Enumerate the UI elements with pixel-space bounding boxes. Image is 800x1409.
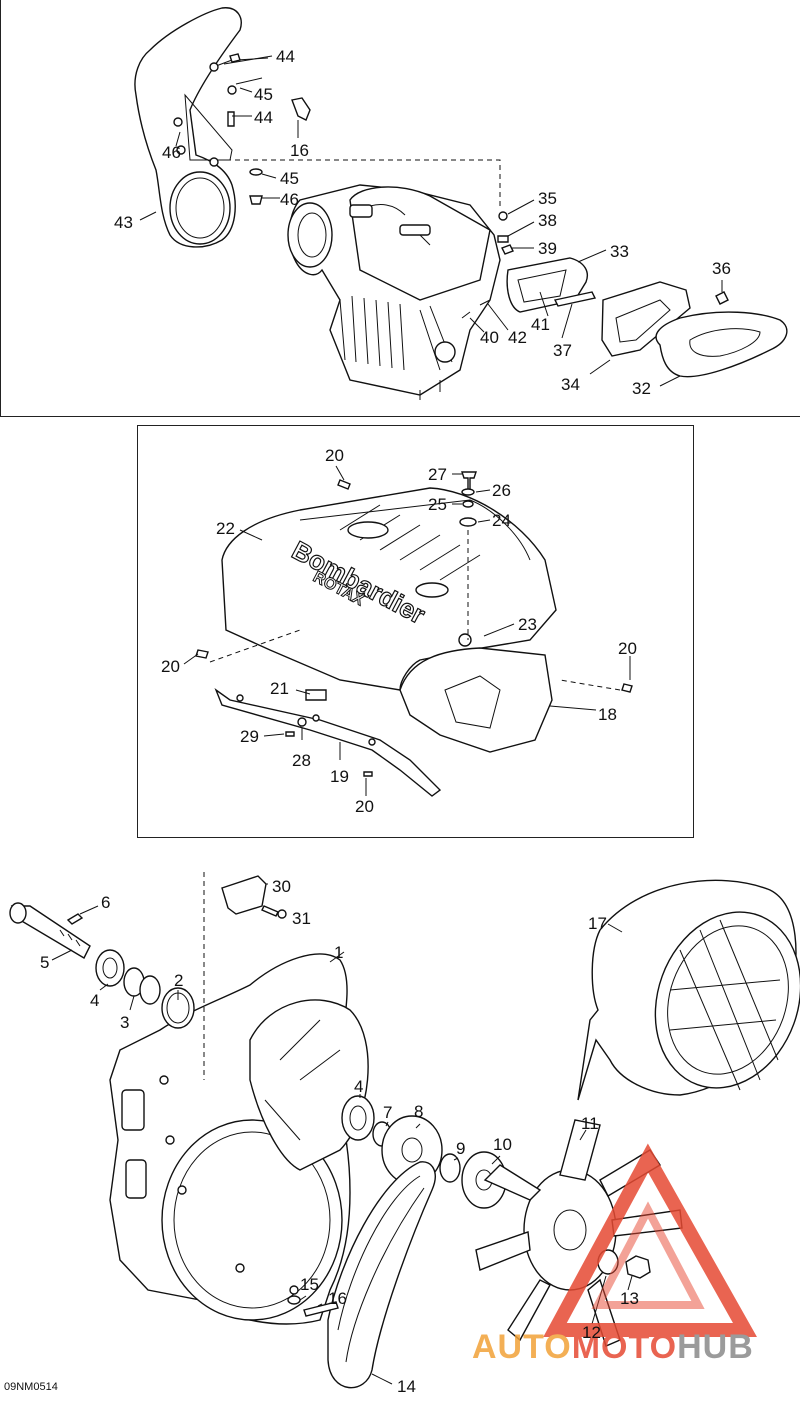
callout: 28: [292, 751, 311, 770]
callout: 37: [553, 341, 572, 360]
drawing-code: 09NM0514: [4, 1381, 58, 1393]
intake-parts-32-42: [461, 211, 788, 378]
watermark-brand-auto: AUTO: [472, 1328, 572, 1366]
callout: 22: [216, 519, 235, 538]
callout: 34: [561, 375, 580, 394]
leader-lines-bottom: [51, 883, 633, 1385]
callout: 3: [120, 1013, 129, 1032]
shaft-bearing-parts: [9, 902, 195, 1029]
callout: 20: [325, 446, 344, 465]
fan-cover-17: [577, 879, 800, 1101]
callout: 20: [355, 797, 374, 816]
callout: 14: [397, 1377, 416, 1396]
callout: 11: [581, 1114, 599, 1133]
pulley-stack-4-10: [341, 1095, 507, 1209]
callout: 29: [240, 727, 259, 746]
engine-block: [287, 184, 501, 400]
callout: 40: [480, 328, 499, 347]
callout: 43: [114, 213, 133, 232]
callout: 33: [610, 242, 629, 261]
top-section-frame: [0, 0, 800, 417]
screw-15-16: [287, 1295, 339, 1317]
callout: 23: [518, 615, 537, 634]
leader-lines-middle: [183, 465, 631, 796]
bracket-30-31: [203, 872, 287, 1080]
callout: 1: [334, 943, 343, 962]
callout: 27: [428, 465, 447, 484]
callout: 44: [254, 108, 273, 127]
callouts-middle: 20 27 26 25 24 22 23 20 20 21 18 29 28 1…: [161, 446, 637, 816]
watermark-logo: AUTOMOTOHUB: [472, 1143, 757, 1366]
callout: 36: [712, 259, 731, 278]
callout: 15: [300, 1275, 319, 1294]
callout: 20: [161, 657, 180, 676]
middle-section-frame: [137, 425, 694, 838]
callout: 31: [292, 909, 311, 928]
callout: 45: [280, 169, 299, 188]
callouts-top: 44 45 44 46 16 45 46 43 35 38 39 33 36 4…: [114, 47, 731, 398]
callout: 17: [588, 914, 607, 933]
callout: 35: [538, 189, 557, 208]
callout: 12: [582, 1323, 601, 1342]
callout: 4: [90, 991, 99, 1010]
callout: 7: [383, 1103, 392, 1122]
leader-lines-top: [139, 55, 723, 387]
callout: 44: [276, 47, 295, 66]
callout: 2: [174, 971, 183, 990]
callout: 24: [492, 511, 511, 530]
callout: 32: [632, 379, 651, 398]
callout: 46: [280, 190, 299, 209]
callout: 46: [162, 143, 181, 162]
callout: 21: [270, 679, 289, 698]
callout: 45: [254, 85, 273, 104]
callout: 42: [508, 328, 527, 347]
svg-text:AUTOMOTOHUB: AUTOMOTOHUB: [472, 1328, 754, 1366]
callout: 10: [493, 1135, 512, 1154]
engine-cover-22: Bombardier ROTAX: [221, 487, 557, 691]
callout: 18: [598, 705, 617, 724]
fasteners-44-46: [209, 53, 269, 205]
housing-1: [109, 953, 369, 1325]
callout: 8: [414, 1102, 423, 1121]
callout: 19: [330, 767, 349, 786]
lower-cover-18: [399, 633, 553, 753]
callout: 26: [492, 481, 511, 500]
callout: 4: [354, 1077, 363, 1096]
callout: 30: [272, 877, 291, 896]
clip-16: [291, 97, 311, 121]
watermark-brand-moto: MOTO: [572, 1328, 677, 1366]
callout: 41: [531, 315, 550, 334]
callout: 6: [101, 893, 110, 912]
callouts-bottom: 30 31 6 5 17 2 4 3 1 4 7 8 9 10 11 15 16…: [40, 877, 639, 1396]
callout: 5: [40, 953, 49, 972]
callout: 39: [538, 239, 557, 258]
callout: 16: [328, 1289, 347, 1308]
callout: 38: [538, 211, 557, 230]
watermark-brand-hub: HUB: [677, 1328, 754, 1366]
belt-14: [327, 1161, 436, 1389]
fasteners-20-29: [195, 471, 633, 777]
callout: 25: [428, 495, 447, 514]
callout: 13: [620, 1289, 639, 1308]
callout: 20: [618, 639, 637, 658]
callout: 9: [456, 1139, 465, 1158]
belt-guard-43: [134, 7, 242, 248]
brackets-19-21: [214, 688, 442, 797]
callout: 16: [290, 141, 309, 160]
